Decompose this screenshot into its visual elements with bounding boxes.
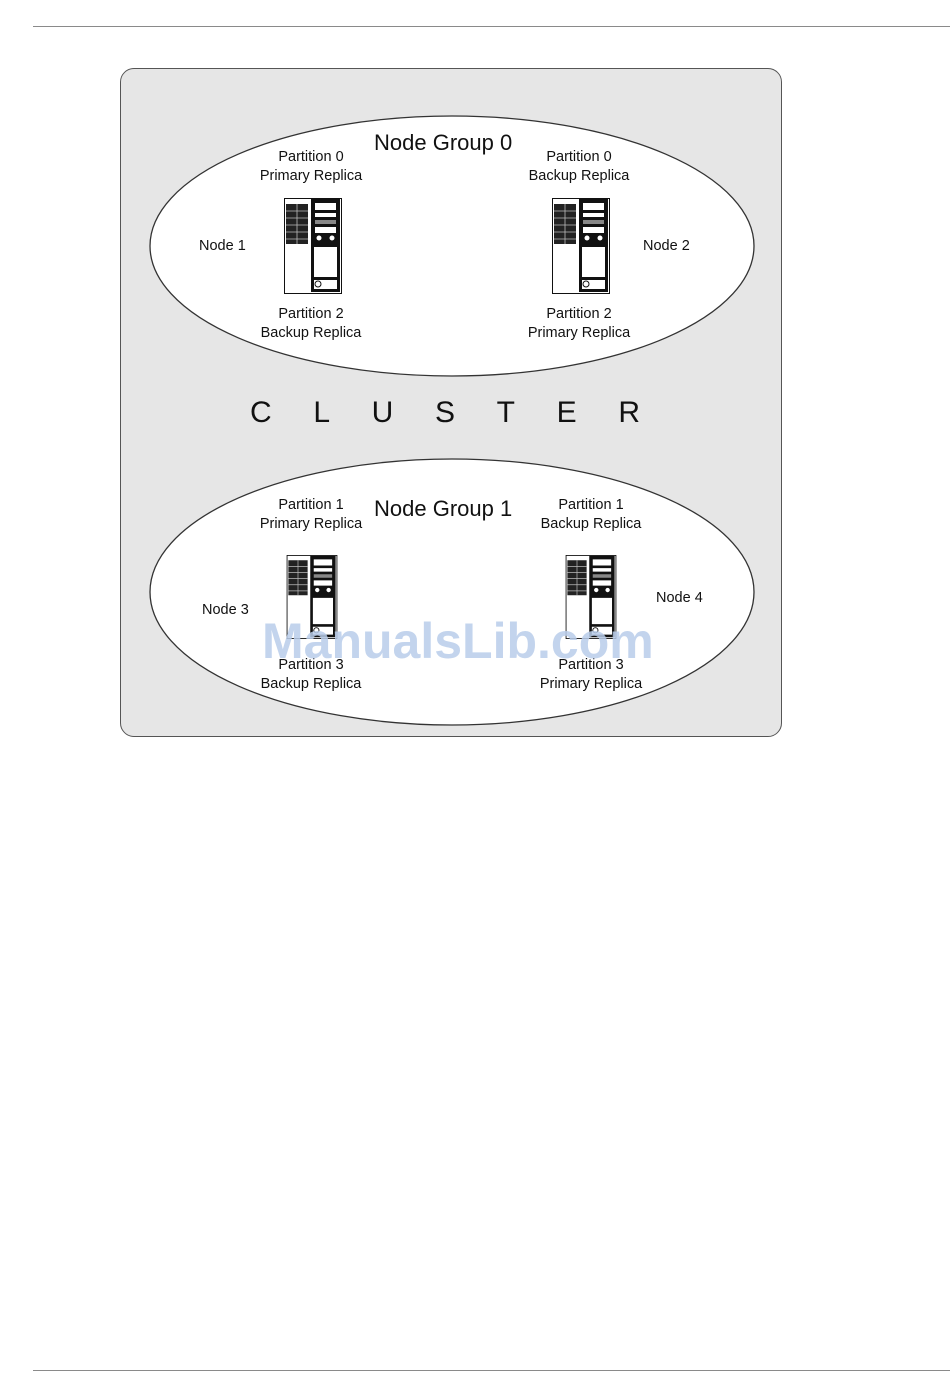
node-3-bottom-label: Partition 3 Backup Replica xyxy=(250,656,372,694)
server-tower-icon xyxy=(565,555,617,639)
node-4-label: Node 4 xyxy=(656,590,703,606)
cluster-letter: S xyxy=(435,396,456,429)
header-rule xyxy=(33,26,950,27)
footer-rule xyxy=(33,1370,950,1371)
node-3-bottom-line1: Partition 3 xyxy=(278,657,344,673)
cluster-letter: U xyxy=(371,396,394,429)
server-tower-icon xyxy=(286,555,338,639)
node-3-label: Node 3 xyxy=(202,602,249,618)
node-1-bottom-line2: Backup Replica xyxy=(260,325,362,341)
node-2-bottom-line2: Primary Replica xyxy=(527,325,631,341)
node-3-top-line2: Primary Replica xyxy=(259,516,363,532)
node-2-label: Node 2 xyxy=(643,238,690,254)
node-1-bottom-line1: Partition 2 xyxy=(278,306,344,322)
cluster-letter: R xyxy=(618,396,640,429)
node-1-label: Node 1 xyxy=(199,238,246,254)
cluster-letter: L xyxy=(313,396,331,429)
node-1-top-line1: Partition 0 xyxy=(278,149,344,165)
node-group-0-ellipse xyxy=(149,115,755,377)
node-2-top-line1: Partition 0 xyxy=(546,149,612,165)
node-4-top-line2: Backup Replica xyxy=(540,516,642,532)
node-group-1-ellipse xyxy=(149,458,755,726)
cluster-label: C L U S T E R xyxy=(250,396,640,430)
node-3-top-line1: Partition 1 xyxy=(278,497,344,513)
node-1-top-line2: Primary Replica xyxy=(259,168,363,184)
node-group-1-title: Node Group 1 xyxy=(374,496,513,521)
node-1-bottom-label: Partition 2 Backup Replica xyxy=(250,305,372,343)
node-2-bottom-line1: Partition 2 xyxy=(546,306,612,322)
node-4-top-label: Partition 1 Backup Replica xyxy=(530,496,652,534)
node-2-top-label: Partition 0 Backup Replica xyxy=(518,148,640,186)
cluster-letter: T xyxy=(496,396,515,429)
node-1-top-label: Partition 0 Primary Replica xyxy=(250,148,372,186)
node-group-0-title: Node Group 0 xyxy=(374,130,513,155)
server-tower-icon xyxy=(552,198,610,294)
node-4-top-line1: Partition 1 xyxy=(558,497,624,513)
cluster-letter: E xyxy=(556,396,577,429)
cluster-letter: C xyxy=(250,396,272,429)
node-4-bottom-line2: Primary Replica xyxy=(539,676,643,692)
node-2-top-line2: Backup Replica xyxy=(528,168,630,184)
node-3-bottom-line2: Backup Replica xyxy=(260,676,362,692)
node-4-bottom-line1: Partition 3 xyxy=(558,657,624,673)
node-4-bottom-label: Partition 3 Primary Replica xyxy=(530,656,652,694)
node-3-top-label: Partition 1 Primary Replica xyxy=(250,496,372,534)
node-2-bottom-label: Partition 2 Primary Replica xyxy=(518,305,640,343)
watermark: ManualsLib.com xyxy=(262,613,654,669)
server-tower-icon xyxy=(284,198,342,294)
